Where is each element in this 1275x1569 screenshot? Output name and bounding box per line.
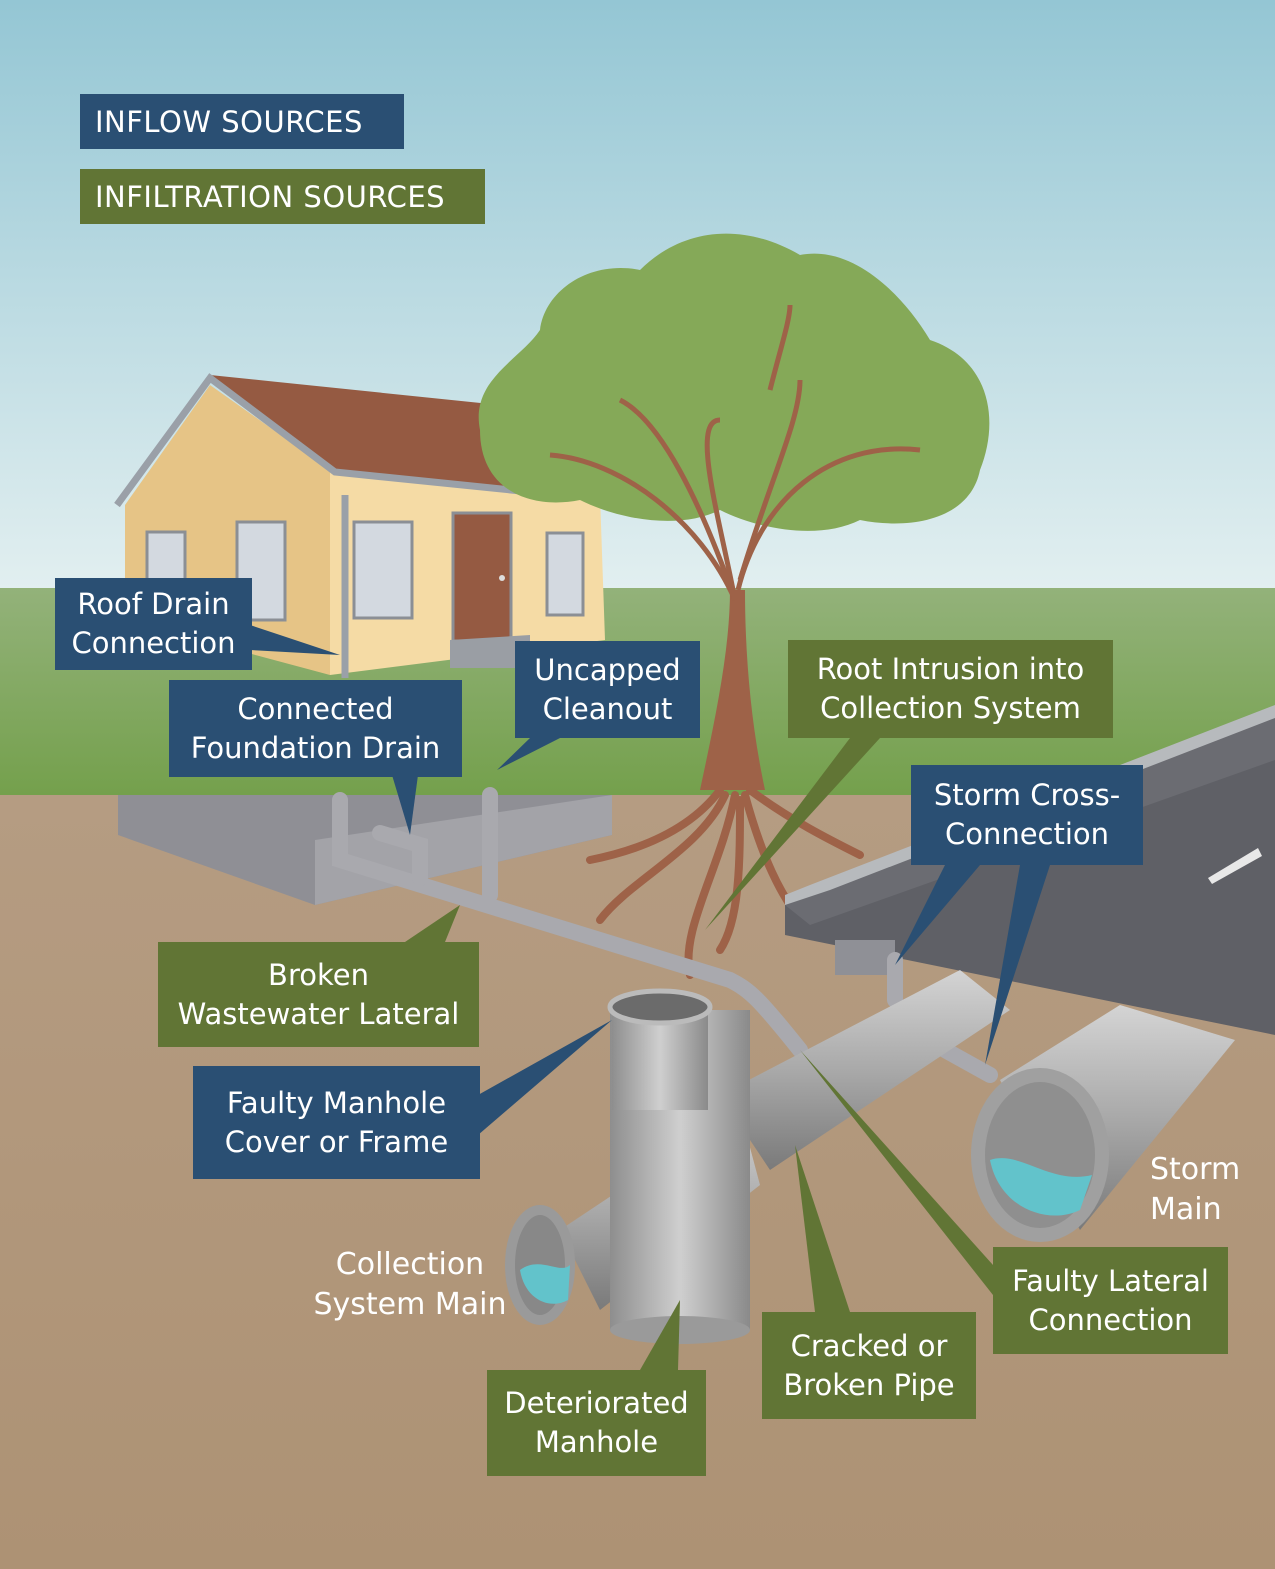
label-line: Faulty Manhole: [226, 1085, 447, 1120]
label-line: Main: [1150, 1192, 1222, 1227]
label-line: Connection: [71, 626, 236, 660]
label-line: Cover or Frame: [224, 1124, 449, 1159]
storm-main-pipe: [971, 1005, 1235, 1242]
label-line: Uncapped: [534, 652, 681, 687]
legend-infiltration-text: INFILTRATION SOURCES: [95, 179, 446, 214]
label-line: Root Intrusion into: [816, 652, 1085, 686]
label-storm-cross-connection: Storm Cross- Connection: [911, 765, 1143, 865]
label-cracked-broken-pipe: Cracked or Broken Pipe: [762, 1312, 976, 1419]
label-line: Connected: [237, 691, 394, 726]
label-line: Broken Pipe: [783, 1367, 955, 1402]
label-line: Cracked or: [790, 1328, 948, 1363]
legend-inflow-sources: INFLOW SOURCES: [80, 94, 404, 149]
label-line: Collection System: [820, 691, 1081, 725]
wastewater-lateral: [332, 787, 998, 1083]
legend-inflow-text: INFLOW SOURCES: [95, 104, 363, 139]
label-line: Faulty Lateral: [1012, 1263, 1209, 1298]
tree: [478, 233, 990, 979]
label-line: Collection: [335, 1247, 485, 1282]
label-line: Wastewater Lateral: [177, 996, 460, 1031]
label-line: Cleanout: [542, 691, 673, 726]
tree-roots: [586, 786, 864, 979]
label-line: Roof Drain: [77, 587, 230, 621]
label-line: Foundation Drain: [190, 730, 441, 765]
label-line: System Main: [313, 1287, 507, 1322]
legend-infiltration-sources: INFILTRATION SOURCES: [80, 169, 485, 224]
label-line: Storm: [1150, 1152, 1241, 1187]
callout-pointers: [250, 625, 1050, 1370]
label-line: Connection: [1028, 1302, 1193, 1337]
label-line: Connection: [944, 817, 1110, 851]
manhole: [607, 988, 750, 1344]
label-line: Deteriorated: [504, 1386, 689, 1420]
label-line: Manhole: [534, 1425, 659, 1459]
label-line: Storm Cross-: [933, 778, 1121, 812]
label-line: Broken: [268, 957, 369, 992]
